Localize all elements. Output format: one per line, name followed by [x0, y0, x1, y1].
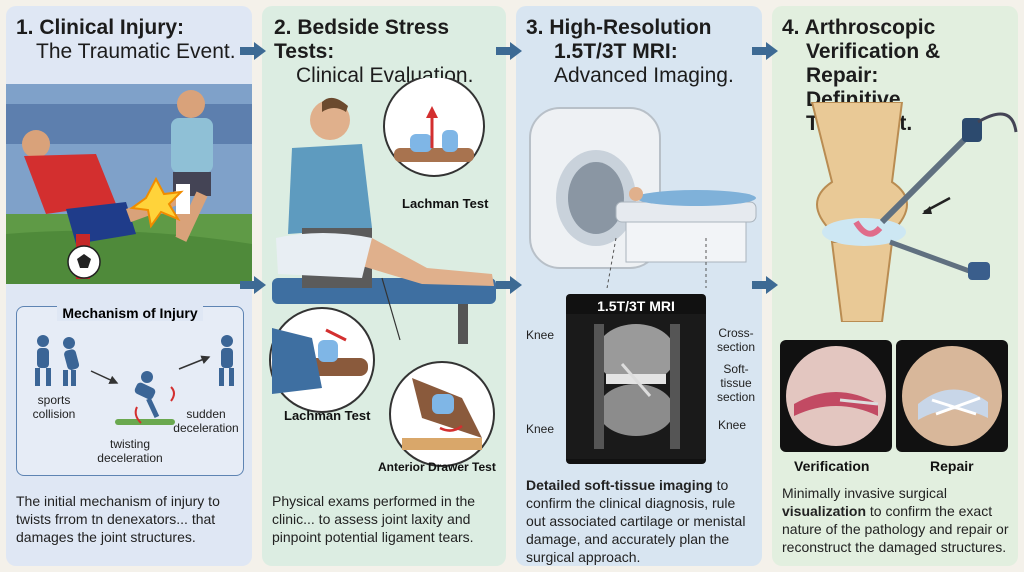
mri-image-panel: 1.5T/3T MRI [566, 294, 706, 464]
mri-scanner-illustration [529, 107, 757, 288]
mechanism-title: Mechanism of Injury [57, 305, 203, 321]
panel-4-description-pre: Minimally invasive surgical [782, 485, 947, 501]
panel-bedside-tests: 2. Bedside Stress Tests: Clinical Evalua… [262, 6, 506, 566]
knee-arthroscopy-illustration [810, 102, 1018, 322]
label-lachman-test-top: Lachman Test [402, 196, 489, 211]
panel-mri: 3. High-Resolution 1.5T/3T MRI: Advanced… [516, 6, 762, 566]
panel-clinical-injury: 1. Clinical Injury: The Traumatic Event.… [6, 6, 252, 566]
panel-4-description-text: to confirm the exact nature of the patho… [782, 503, 1009, 555]
mri-scan-image [566, 314, 706, 459]
panel-3-heading: 3. High-Resolution [526, 16, 712, 39]
mechanism-figures [35, 335, 234, 425]
panel-3-subheading: Advanced Imaging. [554, 64, 734, 87]
panel-2-heading: 2. Bedside Stress Tests: [274, 16, 450, 63]
label-twisting-deceleration: twisting deceleration [97, 437, 163, 465]
label-verification: Verification [794, 458, 870, 474]
label-repair: Repair [930, 458, 974, 474]
mri-label-knee-3: Knee [717, 418, 747, 432]
panel-3-description-text: to confirm the clinical diagnosis, rule … [526, 477, 746, 565]
mri-label-knee-1: Knee [526, 328, 555, 342]
panel-arthroscopy: 4. Arthroscopic Verification & Repair: D… [772, 6, 1018, 566]
mri-title: 1.5T/3T MRI [597, 298, 675, 314]
mri-label-knee-2: Knee [526, 422, 555, 436]
mechanism-box: Mechanism of Injury sports collision twi… [16, 305, 244, 476]
flow-arrow-right-icon [752, 42, 778, 60]
bedside-exam-illustration [269, 78, 496, 467]
flow-arrow-right-icon [496, 42, 522, 60]
panel-1-title: 1. Clinical Injury: The Traumatic Event. [16, 16, 244, 64]
panel-3-heading-2: 1.5T/3T MRI: [554, 40, 678, 63]
flow-arrow-right-icon [240, 42, 266, 60]
panel-1-subheading: The Traumatic Event. [36, 40, 236, 63]
panel-2-description: Physical exams performed in the clinic..… [272, 493, 476, 545]
panel-4-description: Minimally invasive surgical visualizatio… [782, 484, 1010, 556]
panel-4-heading: 4. Arthroscopic [782, 16, 936, 39]
panel-3-title: 3. High-Resolution 1.5T/3T MRI: Advanced… [526, 16, 754, 88]
label-sudden-deceleration: sudden deceleration [173, 407, 239, 435]
panel-1-heading: 1. Clinical Injury: [16, 16, 185, 39]
repair-scope-view [896, 340, 1008, 452]
flow-arrow-right-icon [496, 276, 522, 294]
mri-label-soft-tissue: Soft-tissue section [716, 362, 756, 404]
panel-4-heading-2: Verification & Repair: [806, 40, 941, 87]
mri-label-cross-section: Cross-section [716, 326, 756, 354]
soccer-injury-illustration [6, 84, 252, 284]
flow-arrow-right-icon [752, 276, 778, 294]
panel-3-description: Detailed soft-tissue imaging to confirm … [526, 476, 754, 566]
flow-arrow-right-icon [240, 276, 266, 294]
panel-4-description-bold: visualization [782, 503, 867, 519]
label-lachman-test-bottom: Lachman Test [284, 408, 371, 423]
panel-3-description-bold: Detailed soft-tissue imaging [526, 477, 713, 493]
label-anterior-drawer-test: Anterior Drawer Test [378, 460, 496, 474]
label-sports-collision: sports collision [32, 393, 76, 421]
panel-1-description: The initial mechanism of injury to twist… [16, 493, 220, 545]
verification-scope-view [780, 340, 892, 452]
